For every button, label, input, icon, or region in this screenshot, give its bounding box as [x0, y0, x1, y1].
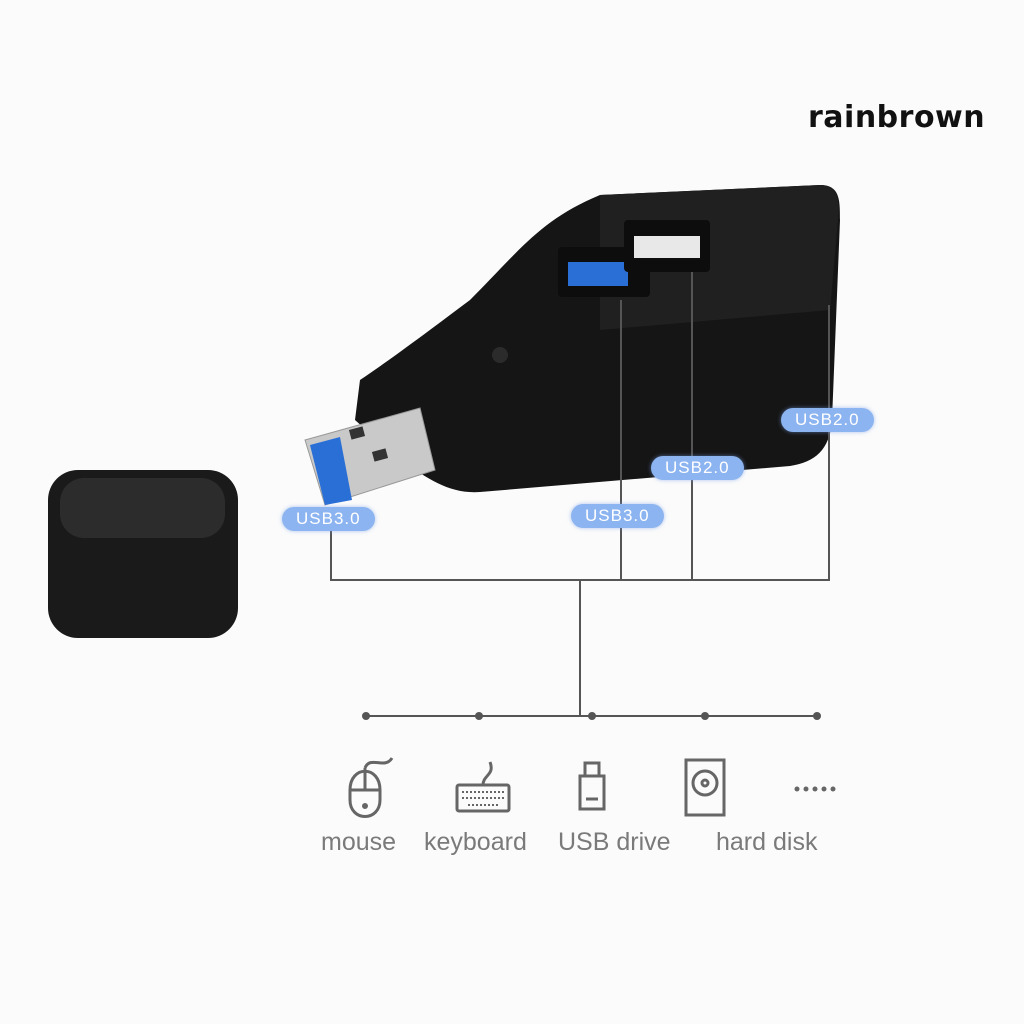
more-dots-icon: [794, 786, 836, 792]
device-label-keyboard: keyboard: [424, 828, 527, 856]
hard-disk-icon: [684, 758, 726, 817]
mouse-icon: [348, 757, 394, 818]
port-label-usb2-b: USB2.0: [781, 408, 874, 432]
brand-logo: rainbrown: [808, 100, 986, 135]
keyboard-icon: [455, 761, 511, 813]
device-label-usb-drive: USB drive: [558, 828, 671, 856]
device-label-hard-disk: hard disk: [716, 828, 818, 856]
usb-plug: [304, 407, 436, 506]
usb-drive-icon: [578, 761, 606, 811]
usb2-port: [624, 220, 710, 272]
port-label-usb2-a: USB2.0: [651, 456, 744, 480]
device-label-mouse: mouse: [321, 828, 397, 856]
port-label-usb3-plug: USB3.0: [282, 507, 375, 531]
cap: [48, 470, 238, 638]
connector-dots: [362, 712, 821, 720]
port-label-usb3: USB3.0: [571, 504, 664, 528]
